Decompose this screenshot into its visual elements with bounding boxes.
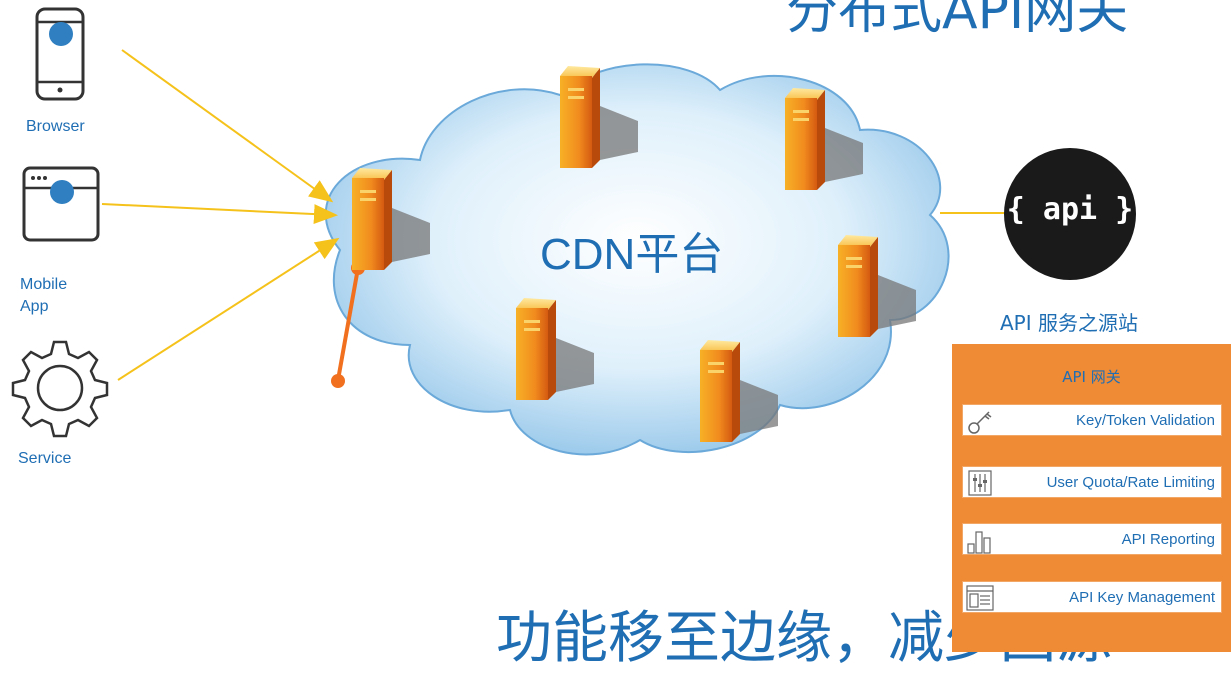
client-label-mobile-app: Mobile App [20,276,68,315]
gateway-item-rate-limiting: User Quota/Rate Limiting [962,466,1222,498]
window-list-icon [966,585,994,611]
gear-icon [11,340,109,438]
client-label-browser: Browser [26,118,85,135]
api-origin-icon: { api } [1004,148,1136,280]
gateway-item-key-management: API Key Management [962,581,1222,613]
gateway-item-label: API Key Management [1069,589,1215,606]
page-title: 分布式API网关 [786,0,1129,41]
api-origin-icon-text: { api } [1006,192,1134,227]
gateway-connector [331,261,365,388]
client-label-service: Service [18,450,72,467]
browser-window-icon [22,166,100,242]
gateway-item-label: Key/Token Validation [1076,412,1215,429]
edge-server [785,88,863,190]
origin-label: API 服务之源站 [1000,311,1138,335]
gateway-item-api-reporting: API Reporting [962,523,1222,555]
gateway-item-label: User Quota/Rate Limiting [1046,474,1215,491]
mobile-phone-icon [35,7,85,101]
bar-chart-icon [967,531,991,554]
client-arrows [101,49,340,381]
key-icon [968,411,992,434]
gateway-item-label: API Reporting [1121,531,1215,548]
gateway-item-key-validation: Key/Token Validation [962,404,1222,436]
cdn-label: CDN平台 [540,230,724,279]
gateway-title: API 网关 [1062,368,1121,386]
api-gateway-panel: API 网关 Key/Token Validation User Quota/R… [952,344,1231,652]
sliders-icon [968,470,992,496]
